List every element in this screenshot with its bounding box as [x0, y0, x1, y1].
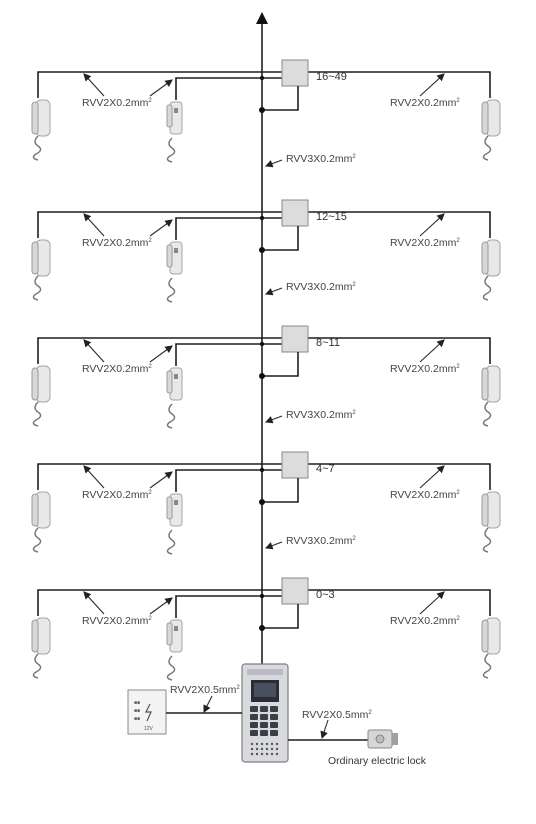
intercom-handset-icon: [31, 365, 51, 427]
riser-cable-label: RVV3X0.2mm2: [264, 281, 356, 296]
branch-cable-label-left: RVV2X0.2mm2: [82, 97, 152, 109]
floor-range-label: 16~49: [316, 71, 347, 83]
intercom-handset-icon: [481, 239, 501, 301]
riser-cable-label: RVV3X0.2mm2: [264, 153, 356, 168]
branch-cable-label-right: RVV2X0.2mm2: [390, 97, 460, 109]
svg-text:■■: ■■: [134, 700, 140, 706]
branch-cable-label-right: RVV2X0.2mm2: [390, 489, 460, 501]
riser-cable-label: RVV3X0.2mm2: [264, 409, 356, 424]
intercom-handset-icon: [166, 241, 183, 303]
branch-cable-label-left: RVV2X0.2mm2: [82, 363, 152, 375]
floor-range-label: 12~15: [316, 211, 347, 223]
power-supply-icon: ■■ ■■ ■■ 12V: [127, 689, 167, 735]
intercom-handset-icon: [31, 99, 51, 161]
intercom-handset-icon: [481, 617, 501, 679]
branch-cable-label-left: RVV2X0.2mm2: [82, 237, 152, 249]
junction-box: [281, 59, 309, 87]
intercom-handset-icon: [31, 491, 51, 553]
intercom-handset-icon: [166, 619, 183, 681]
door-entry-panel-icon: [241, 663, 289, 763]
intercom-handset-icon: [166, 101, 183, 163]
svg-text:RVV3X0.2mm2: RVV3X0.2mm2: [286, 535, 356, 547]
svg-text:RVV3X0.2mm2: RVV3X0.2mm2: [286, 409, 356, 421]
power-cable-label: RVV2X0.5mm2: [170, 684, 240, 696]
intercom-handset-icon: [166, 367, 183, 429]
electric-lock-icon: [367, 729, 398, 749]
branch-cable-label-right: RVV2X0.2mm2: [390, 363, 460, 375]
lock-cable-label: RVV2X0.5mm2: [302, 709, 372, 721]
junction-box: [281, 325, 309, 353]
floor-range-label: 8~11: [316, 337, 340, 349]
branch-cable-label-left: RVV2X0.2mm2: [82, 489, 152, 501]
junction-box: [281, 577, 309, 605]
intercom-handset-icon: [31, 617, 51, 679]
svg-text:RVV3X0.2mm2: RVV3X0.2mm2: [286, 281, 356, 293]
intercom-handset-icon: [166, 493, 183, 555]
junction-box: [281, 451, 309, 479]
branch-cable-label-right: RVV2X0.2mm2: [390, 615, 460, 627]
branch-cable-label-left: RVV2X0.2mm2: [82, 615, 152, 627]
intercom-handset-icon: [31, 239, 51, 301]
floor-range-label: 4~7: [316, 463, 335, 475]
branch-cable-label-right: RVV2X0.2mm2: [390, 237, 460, 249]
floor-range-label: 0~3: [316, 589, 335, 601]
riser-cable-label: RVV3X0.2mm2: [264, 535, 356, 550]
svg-text:■■: ■■: [134, 708, 140, 714]
svg-text:12V: 12V: [144, 726, 154, 732]
electric-lock-label: Ordinary electric lock: [328, 755, 427, 767]
svg-text:■■: ■■: [134, 716, 140, 722]
junction-box: [281, 199, 309, 227]
intercom-handset-icon: [481, 365, 501, 427]
arrow-up-icon: [256, 12, 268, 24]
lock-cable-pointer: [320, 719, 329, 740]
intercom-handset-icon: [481, 491, 501, 553]
intercom-handset-icon: [481, 99, 501, 161]
svg-text:RVV3X0.2mm2: RVV3X0.2mm2: [286, 153, 356, 165]
power-cable-pointer: [203, 695, 213, 713]
